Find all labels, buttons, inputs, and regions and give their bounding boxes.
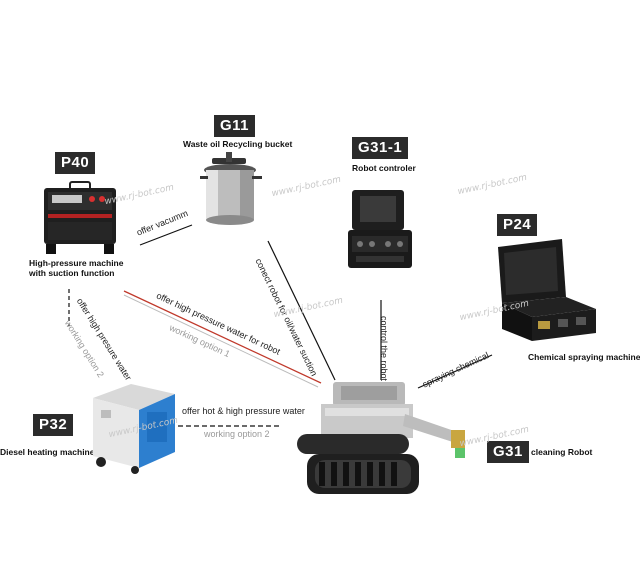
- g11-name: Waste oil Recycling bucket: [183, 139, 293, 149]
- robot-controller-image: [348, 190, 412, 268]
- g31-name: cleaning Robot: [531, 447, 593, 457]
- p40-name-line1: High-pressure machine: [29, 258, 124, 268]
- g31-1-badge: G31-1: [352, 137, 409, 159]
- line-offer-vacuum: [139, 224, 193, 246]
- label-offer-hot-hp-water: offer hot & high pressure water: [182, 406, 305, 416]
- g11-badge: G11: [214, 115, 256, 137]
- p40-name-line2: with suction function: [29, 268, 115, 278]
- waste-oil-bucket-image: [200, 152, 262, 225]
- line-hp-water-red-grey: [123, 294, 319, 388]
- g31-1-name: Robot controler: [352, 163, 416, 173]
- label-working-option-2-horizontal: working option 2: [204, 429, 270, 439]
- p24-name: Chemical spraying machine: [528, 352, 640, 362]
- p32-badge: P32: [33, 414, 74, 436]
- p24-badge: P24: [497, 214, 538, 236]
- g31-badge: G31: [487, 441, 529, 463]
- p40-badge: P40: [55, 152, 96, 174]
- label-control-robot: control the robot: [379, 316, 389, 382]
- high-pressure-machine-image: [44, 181, 116, 254]
- line-spraying-chemical: [417, 354, 493, 389]
- cleaning-robot-image: [297, 382, 465, 494]
- line-hp-water-red: [123, 290, 322, 384]
- chemical-spraying-machine-image: [498, 239, 596, 341]
- p32-name: Diesel heating machine: [0, 447, 95, 457]
- diesel-heating-machine-image: [93, 384, 175, 474]
- line-connect-robot: [267, 240, 336, 381]
